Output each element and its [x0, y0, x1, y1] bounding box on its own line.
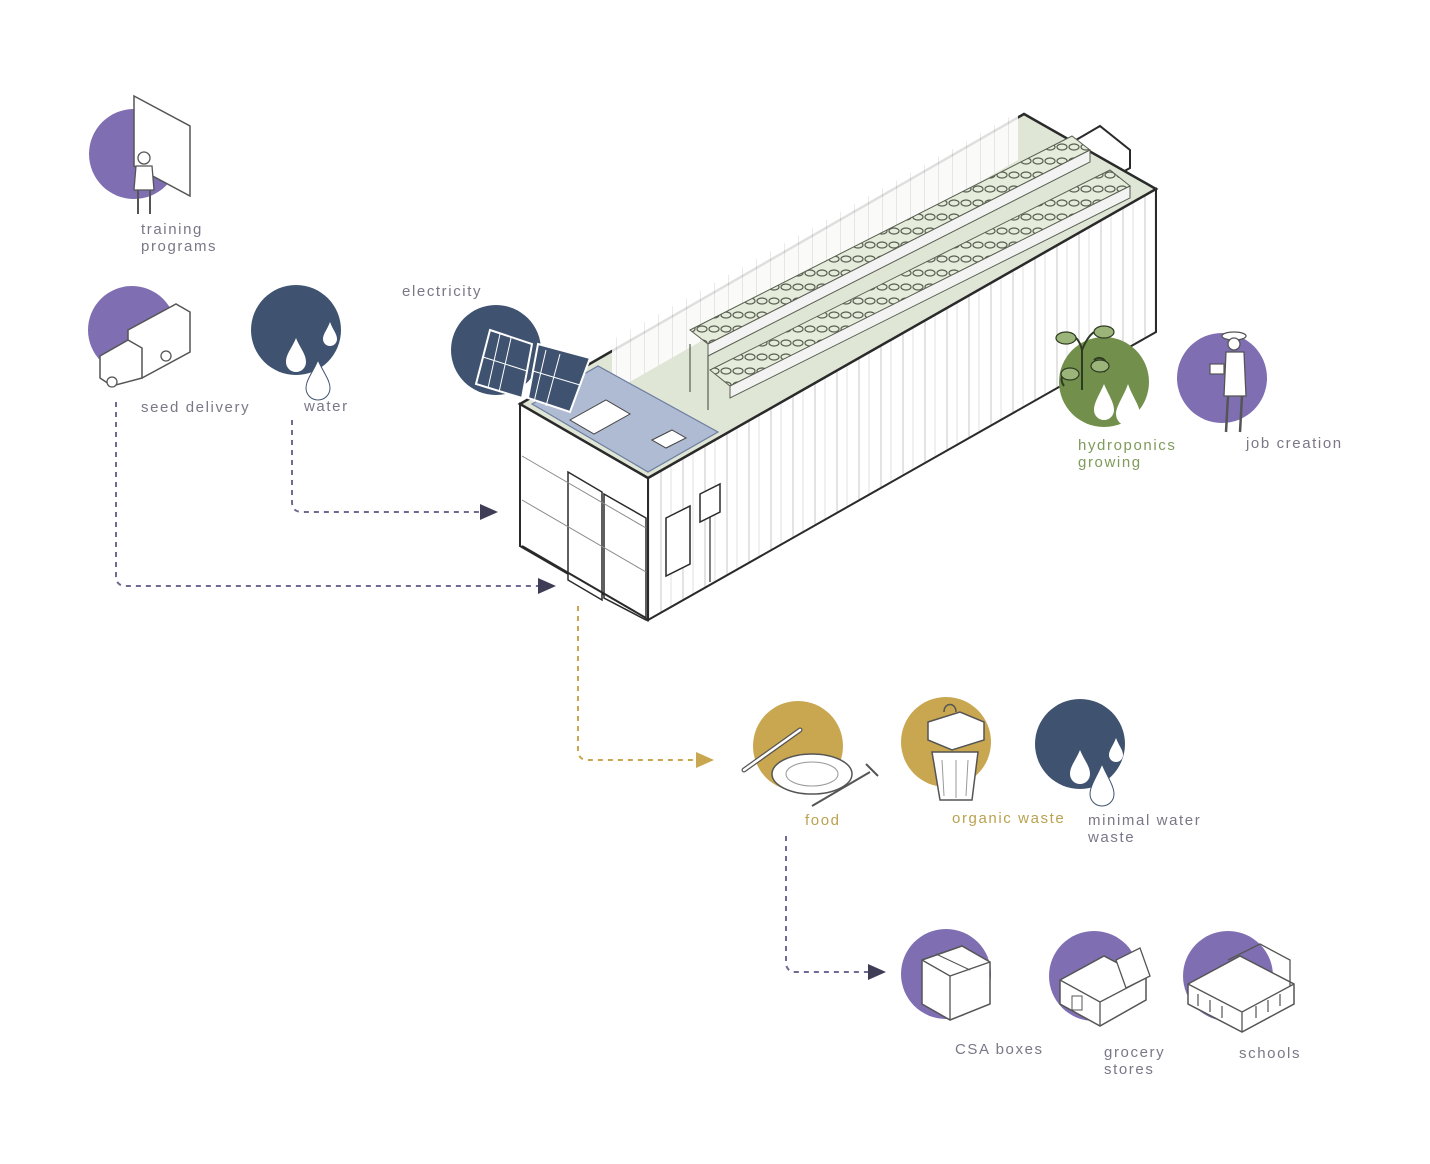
water-drops-icon — [286, 322, 337, 401]
label-minwater-2: waste — [1088, 829, 1136, 846]
delivery-truck-icon — [99, 303, 191, 388]
farmer-icon — [1209, 331, 1247, 433]
shipping-container — [517, 112, 1159, 622]
label-food: food — [805, 812, 841, 829]
label-electricity: electricity — [402, 283, 483, 300]
minwater-node — [1035, 699, 1125, 807]
storefront-icon — [1059, 947, 1151, 1027]
csa-node — [901, 929, 991, 1021]
cardboard-box-icon — [921, 945, 991, 1021]
electricity-node — [451, 305, 592, 414]
grocery-node — [1049, 931, 1151, 1027]
solar-panel-icon — [474, 328, 592, 414]
arrow-water-to-container — [291, 420, 498, 520]
jobs-node — [1177, 331, 1267, 433]
water-drops-icon — [1070, 738, 1123, 807]
plant-drops-icon — [1055, 325, 1140, 426]
label-training-1: training — [141, 221, 203, 238]
label-minwater-1: minimal water — [1088, 812, 1202, 829]
schools-node — [1183, 931, 1295, 1033]
label-hydroponics-1: hydroponics — [1078, 437, 1177, 454]
school-building-icon — [1187, 943, 1295, 1033]
hydroponics-node — [1055, 325, 1149, 427]
plate-cutlery-icon — [741, 727, 879, 807]
arrow-food-to-csa — [785, 836, 886, 980]
label-grocery-1: grocery — [1104, 1044, 1166, 1061]
label-grocery-2: stores — [1104, 1061, 1155, 1078]
training-node — [89, 94, 191, 214]
arrow-container-to-food — [577, 606, 714, 768]
arrow-seed-to-container — [115, 402, 556, 594]
label-seed: seed delivery — [141, 399, 251, 416]
compost-bin-icon — [927, 703, 985, 801]
flow-arrows — [115, 402, 886, 980]
label-organic: organic waste — [952, 810, 1066, 827]
label-training-2: programs — [141, 238, 218, 255]
water-node — [251, 285, 341, 401]
label-jobs: job creation — [1246, 435, 1343, 452]
label-hydroponics-2: growing — [1078, 454, 1142, 471]
food-node — [741, 701, 879, 807]
label-water: water — [304, 398, 349, 415]
organic-node — [901, 697, 991, 801]
label-csa: CSA boxes — [955, 1041, 1044, 1058]
seed-node — [88, 286, 191, 388]
label-schools: schools — [1239, 1045, 1302, 1062]
teacher-at-board-icon — [133, 94, 191, 214]
